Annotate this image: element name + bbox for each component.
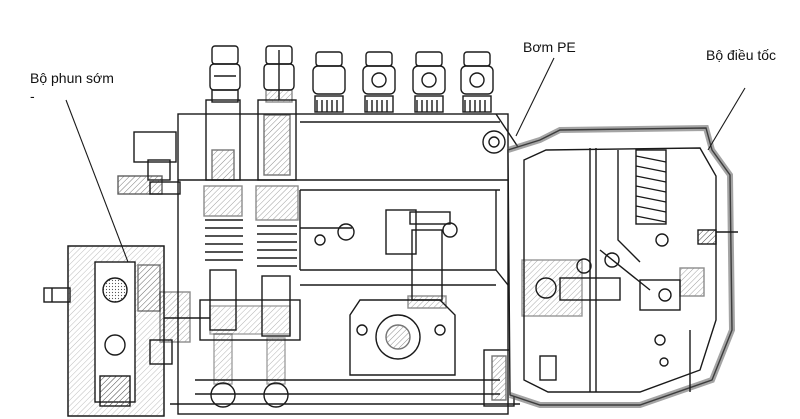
label-governor: Bộ điều tốc <box>706 47 777 63</box>
delivery-valve-4 <box>362 51 396 113</box>
leader-lines <box>65 57 746 263</box>
leader-governor <box>707 87 746 151</box>
pe-pump-housing <box>117 113 521 415</box>
delivery-valve-6 <box>460 51 494 113</box>
timing-advance-unit <box>43 245 210 417</box>
leader-advance <box>65 99 129 263</box>
delivery-valve-5 <box>412 51 446 113</box>
delivery-valve-2 <box>263 45 295 103</box>
control-rack <box>300 209 458 309</box>
leader-pump <box>515 57 555 137</box>
delivery-valve-1 <box>209 45 241 103</box>
label-advance-dash: - <box>30 88 35 104</box>
label-advance-unit: Bộ phun sớm <box>30 70 114 86</box>
feed-pump <box>349 299 456 376</box>
delivery-valve-3 <box>312 51 346 113</box>
label-pe-pump: Bơm PE <box>523 39 576 55</box>
plunger-element-1 <box>203 99 243 408</box>
governor-housing <box>507 124 738 408</box>
plunger-element-2 <box>255 99 299 408</box>
